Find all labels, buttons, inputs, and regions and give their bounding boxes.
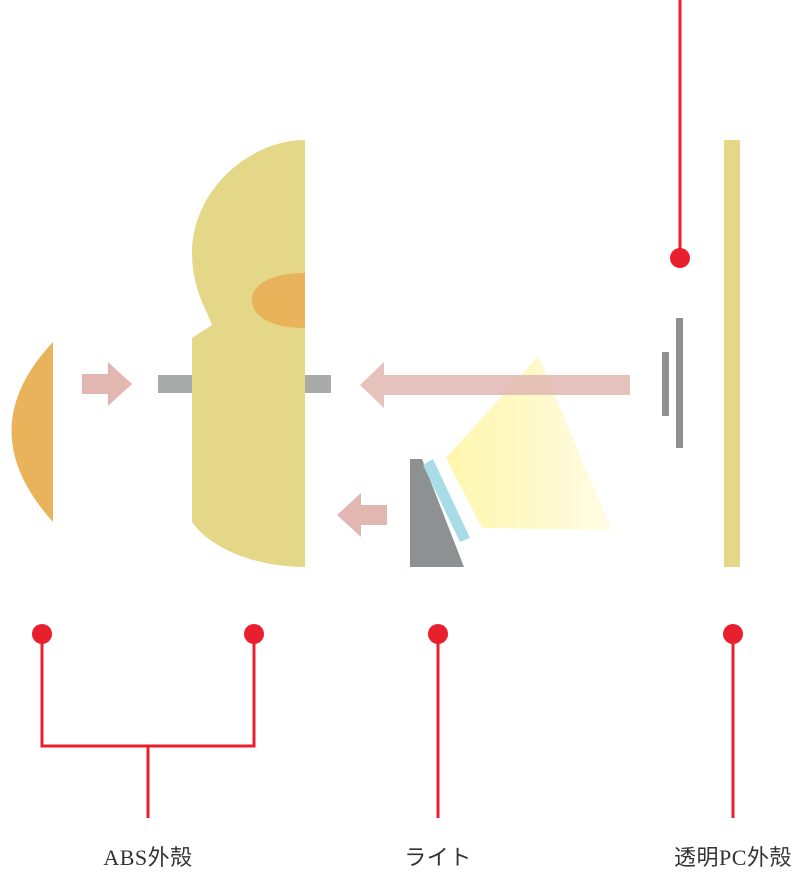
light-housing [410, 459, 464, 567]
abs-bracket-line [40, 634, 256, 748]
light-lens [423, 459, 470, 542]
abs-shell-label: ABS外殻 [103, 845, 193, 870]
clear-pc-shell-label: 透明PC外殻 [674, 845, 792, 870]
gray-spacer-right [305, 375, 331, 393]
light-beam [446, 356, 612, 530]
assembly-arrow-left-short [337, 493, 387, 537]
bracket-right [676, 318, 683, 448]
assembly-arrow-right [82, 362, 132, 406]
top-leader-dot [670, 248, 690, 268]
assembly-arrow-left-long [360, 362, 630, 408]
body-orange-insert [252, 273, 305, 328]
abs-shell-body [192, 140, 305, 567]
bracket-left [662, 352, 669, 416]
front-dome-cap [11, 342, 53, 522]
gray-spacer-left [158, 375, 192, 393]
clear-pc-shell [724, 140, 740, 567]
light-label: ライト [404, 845, 472, 870]
